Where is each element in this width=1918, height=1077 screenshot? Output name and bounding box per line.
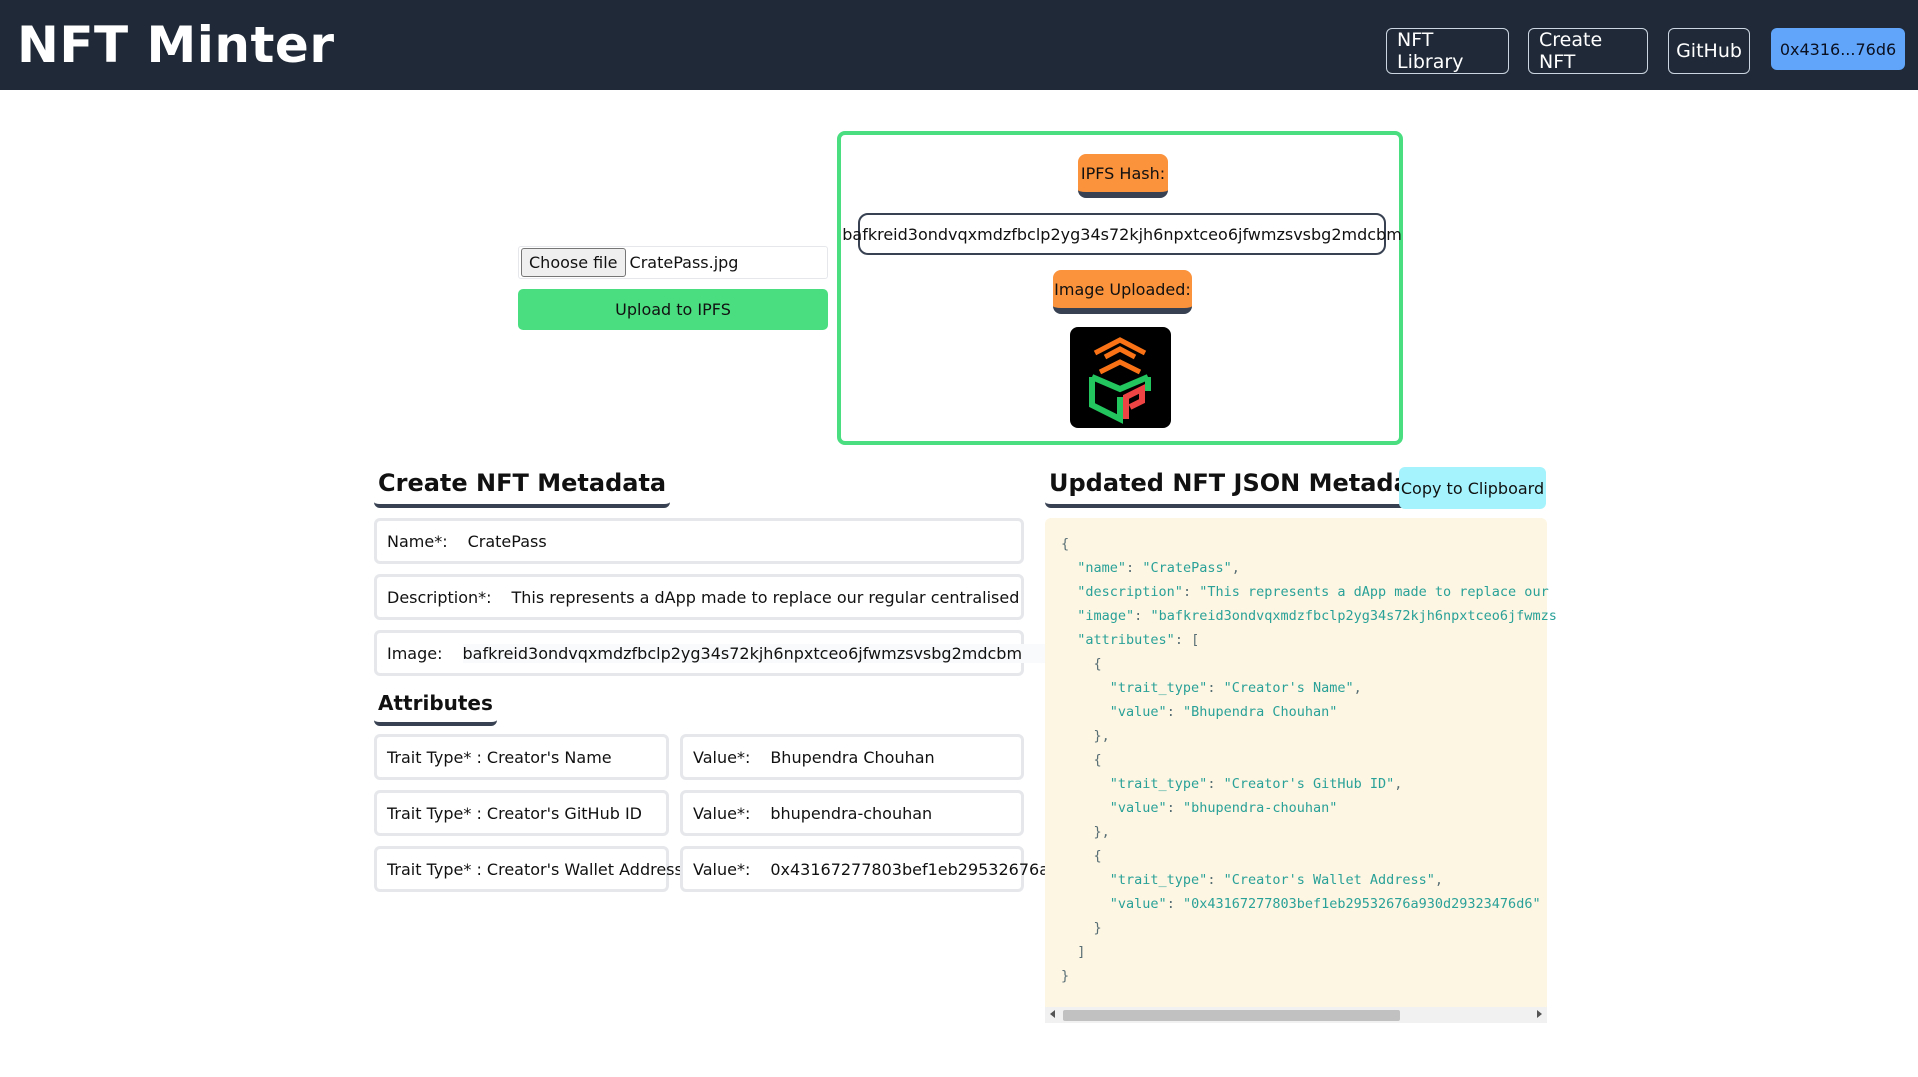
name-input[interactable]: CratePass <box>467 531 547 551</box>
create-nft-button[interactable]: Create NFT <box>1528 28 1648 74</box>
json-line: "description": "This represents a dApp m… <box>1077 584 1549 600</box>
trait-type-field[interactable]: Trait Type* : Creator's Name <box>374 734 669 780</box>
json-line: } <box>1061 920 1102 936</box>
ipfs-hash-value: bafkreid3ondvqxmdzfbclp2yg34s72kjh6npxtc… <box>842 213 1402 255</box>
trait-value-label: Value*: <box>693 859 751 879</box>
trait-value-input[interactable]: 0x43167277803bef1eb29532676a <box>770 859 1050 879</box>
github-button[interactable]: GitHub <box>1668 28 1750 74</box>
name-field[interactable]: Name*: CratePass <box>374 518 1024 564</box>
json-line: "value": "bhupendra-chouhan" <box>1109 800 1338 816</box>
image-uploaded-label: Image Uploaded: <box>1053 270 1192 314</box>
trait-type-field[interactable]: Trait Type* : Creator's GitHub ID <box>374 790 669 836</box>
choose-file-button[interactable]: Choose file <box>521 248 626 277</box>
wallet-address-button[interactable]: 0x4316...76d6 <box>1771 28 1905 70</box>
top-navbar: NFT Minter NFT Library Create NFT GitHub… <box>0 0 1918 90</box>
trait-value-field[interactable]: Value*: bhupendra-chouhan <box>680 790 1024 836</box>
trait-value-label: Value*: <box>693 747 751 767</box>
file-input[interactable]: Choose file CratePass.jpg <box>518 246 828 279</box>
scroll-left-icon[interactable] <box>1050 1010 1055 1018</box>
trait-value-field[interactable]: Value*: 0x43167277803bef1eb29532676a <box>680 846 1049 892</box>
json-line: "trait_type": "Creator's Name", <box>1109 680 1362 696</box>
json-line: }, <box>1061 728 1110 744</box>
attributes-title: Attributes <box>374 688 497 726</box>
scroll-right-icon[interactable] <box>1537 1010 1542 1018</box>
description-label: Description*: <box>387 587 492 607</box>
trait-value-field[interactable]: Value*: Bhupendra Chouhan <box>680 734 1024 780</box>
selected-file-name: CratePass.jpg <box>629 253 739 272</box>
trait-type-input[interactable]: Trait Type* : Creator's Wallet Address <box>387 859 683 879</box>
nft-library-button[interactable]: NFT Library <box>1386 28 1509 74</box>
horizontal-scrollbar[interactable] <box>1045 1007 1547 1023</box>
trait-value-label: Value*: <box>693 803 751 823</box>
name-label: Name*: <box>387 531 448 551</box>
json-line: ] <box>1061 944 1086 960</box>
copy-to-clipboard-button[interactable]: Copy to Clipboard <box>1399 467 1546 509</box>
trait-value-input[interactable]: Bhupendra Chouhan <box>770 747 935 767</box>
trait-type-input[interactable]: Trait Type* : Creator's Name <box>387 747 612 767</box>
image-label: Image: <box>387 643 443 663</box>
ipfs-hash-label: IPFS Hash: <box>1078 154 1168 198</box>
json-line: "name": "CratePass", <box>1077 560 1240 576</box>
json-line: "attributes": [ <box>1077 632 1200 648</box>
json-line: "image": "bafkreid3ondvqxmdzfbclp2yg34s7… <box>1077 608 1557 624</box>
json-line: { <box>1061 656 1102 672</box>
json-code: { "name": "CratePass", "description": "T… <box>1061 532 1557 988</box>
description-input[interactable]: This represents a dApp made to replace o… <box>511 587 1020 607</box>
upload-to-ipfs-button[interactable]: Upload to IPFS <box>518 289 828 330</box>
brand-title: NFT Minter <box>17 16 335 74</box>
json-code-block[interactable]: { "name": "CratePass", "description": "T… <box>1045 518 1557 1023</box>
json-line: } <box>1061 968 1070 984</box>
image-input[interactable]: bafkreid3ondvqxmdzfbclp2yg34s72kjh6npxtc… <box>462 643 1073 663</box>
json-line: { <box>1061 752 1102 768</box>
json-metadata-title: Updated NFT JSON Metadata <box>1045 466 1442 508</box>
image-field[interactable]: Image: bafkreid3ondvqxmdzfbclp2yg34s72kj… <box>374 630 1073 676</box>
json-line: "trait_type": "Creator's GitHub ID", <box>1109 776 1403 792</box>
ipfs-result-panel: IPFS Hash: bafkreid3ondvqxmdzfbclp2yg34s… <box>837 131 1403 445</box>
json-line: "trait_type": "Creator's Wallet Address"… <box>1109 872 1444 888</box>
trait-type-field[interactable]: Trait Type* : Creator's Wallet Address <box>374 846 683 892</box>
json-line: { <box>1061 536 1070 552</box>
json-line: }, <box>1061 824 1110 840</box>
cratepass-logo-icon <box>1070 327 1171 428</box>
scroll-thumb[interactable] <box>1063 1010 1400 1021</box>
json-line: { <box>1061 848 1102 864</box>
description-field[interactable]: Description*: This represents a dApp mad… <box>374 574 1024 620</box>
trait-value-input[interactable]: bhupendra-chouhan <box>770 803 933 823</box>
create-metadata-title: Create NFT Metadata <box>374 466 671 508</box>
trait-type-input[interactable]: Trait Type* : Creator's GitHub ID <box>387 803 642 823</box>
json-line: "value": "Bhupendra Chouhan" <box>1109 704 1338 720</box>
json-line: "value": "0x43167277803bef1eb29532676a93… <box>1109 896 1541 912</box>
